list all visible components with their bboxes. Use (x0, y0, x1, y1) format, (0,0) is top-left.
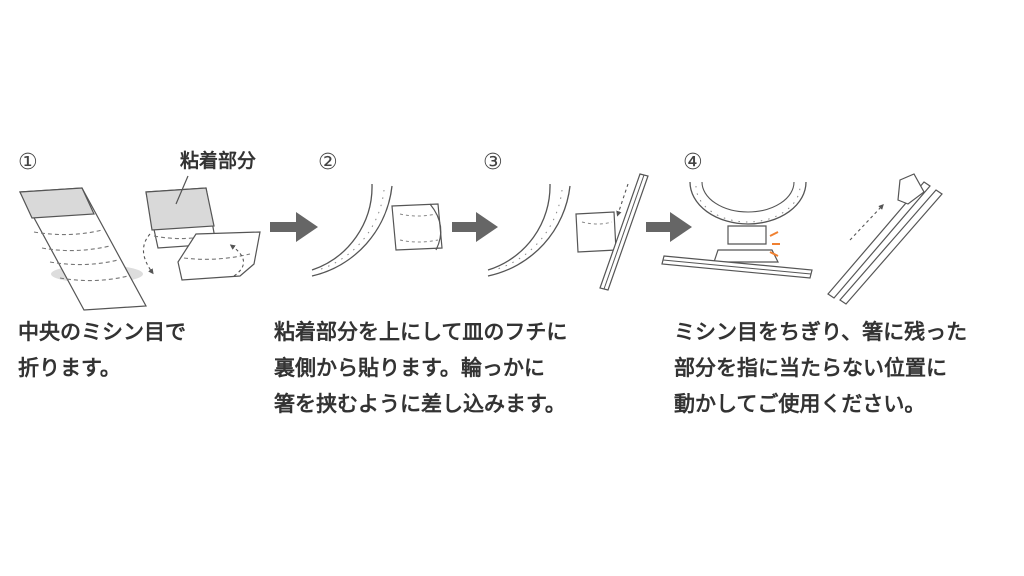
step-3-number: ③ (483, 150, 503, 175)
arrow-right-icon (646, 212, 692, 242)
caption-line: 動かしてご使用ください。 (674, 392, 926, 416)
step-4-number: ④ (683, 150, 703, 175)
step-2-caption: 粘着部分を上にして皿のフチに 裏側から貼ります。輪っかに 箸を挟むように差し込み… (274, 314, 567, 422)
caption-line: 箸を挟むように差し込みます。 (274, 392, 566, 416)
caption-line: 折ります。 (18, 356, 121, 380)
caption-line: 裏側から貼ります。輪っかに (274, 356, 545, 380)
step-2-plate (311, 183, 443, 277)
caption-line: 部分を指に当たらない位置に (674, 356, 947, 380)
caption-line: 粘着部分を上にして皿のフチに (274, 320, 568, 344)
step-1-folded-strip (142, 175, 261, 281)
step-1-strip (19, 187, 147, 311)
arrow-right-icon (452, 212, 498, 242)
callout-leader-line (175, 175, 189, 205)
adhesive-part-label: 粘着部分 (180, 150, 257, 172)
step-1-number: ① (18, 150, 38, 175)
step-2-number: ② (318, 150, 338, 175)
step-1-caption: 中央のミシン目で 折ります。 (18, 314, 186, 386)
step-3-plate (487, 173, 649, 291)
adhesive-area (19, 187, 95, 219)
arrow-right-icon (270, 212, 318, 242)
attached-strip (391, 203, 443, 251)
caption-line: ミシン目をちぎり、箸に残った (674, 320, 968, 344)
slid-strip (897, 173, 925, 205)
caption-line: 中央のミシン目で (18, 320, 186, 344)
step-4-chopsticks (827, 173, 943, 305)
step-4-plate (661, 181, 813, 279)
tear-mark (769, 231, 779, 237)
step-4-caption: ミシン目をちぎり、箸に残った 部分を指に当たらない位置に 動かしてご使用ください… (674, 314, 967, 422)
